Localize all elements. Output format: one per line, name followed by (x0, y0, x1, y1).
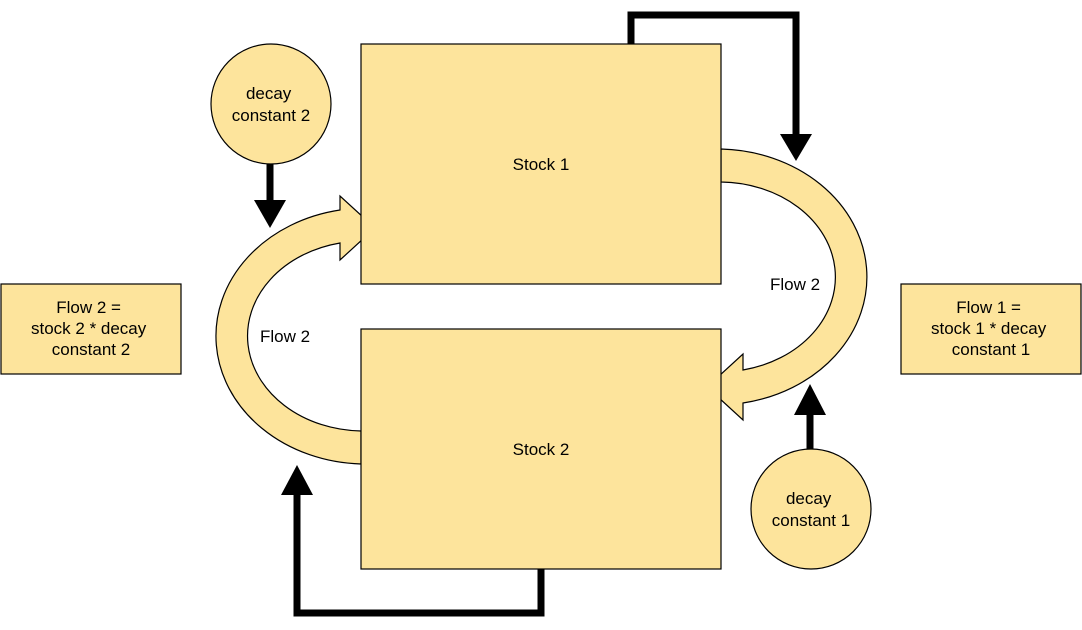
flow-arrow-right (706, 148, 868, 422)
decay-constant-1-circle[interactable] (750, 448, 872, 570)
decay-constant-2-label: decay constant 2 (232, 84, 310, 125)
link-stock2-arrowhead (281, 465, 313, 495)
note-left-line2: stock 2 * decay (31, 319, 147, 338)
note-right-box[interactable] (900, 283, 1082, 375)
stock-1-box[interactable] (360, 43, 722, 285)
link-decay2-arrowhead (254, 200, 286, 228)
flow-left-label: Flow 2 (260, 327, 310, 346)
note-right-text: Flow 1 = stock 1 * decay constant 1 (931, 298, 1051, 359)
note-right-line2: stock 1 * decay (931, 319, 1047, 338)
note-left-line1: Flow 2 = (56, 298, 121, 317)
flow-right-label: Flow 2 (770, 275, 820, 294)
note-left-text: Flow 2 = stock 2 * decay constant 2 (31, 298, 151, 359)
note-left-line3: constant 2 (52, 340, 130, 359)
decay-constant-1-line1: decay (786, 489, 832, 508)
link-stock2-to-left-flow (293, 488, 545, 617)
decay-constant-1-label: decay constant 1 (772, 489, 850, 530)
stock-2-label: Stock 2 (513, 440, 570, 459)
link-stock1-to-right-flow (627, 11, 800, 138)
decay-constant-1-line2: constant 1 (772, 511, 850, 530)
note-left-box[interactable] (0, 283, 182, 375)
stock-2-box[interactable] (360, 328, 722, 570)
link-decay1-arrowhead (794, 384, 826, 415)
flow-arrow-left (215, 194, 376, 465)
stock-1-label: Stock 1 (513, 155, 570, 174)
decay-constant-2-line2: constant 2 (232, 106, 310, 125)
link-stock1-arrowhead (780, 134, 812, 161)
decay-constant-2-circle[interactable] (210, 43, 332, 165)
decay-constant-2-line1: decay (246, 84, 292, 103)
note-right-line1: Flow 1 = (956, 298, 1021, 317)
note-right-line3: constant 1 (952, 340, 1030, 359)
influence-links (254, 11, 826, 617)
